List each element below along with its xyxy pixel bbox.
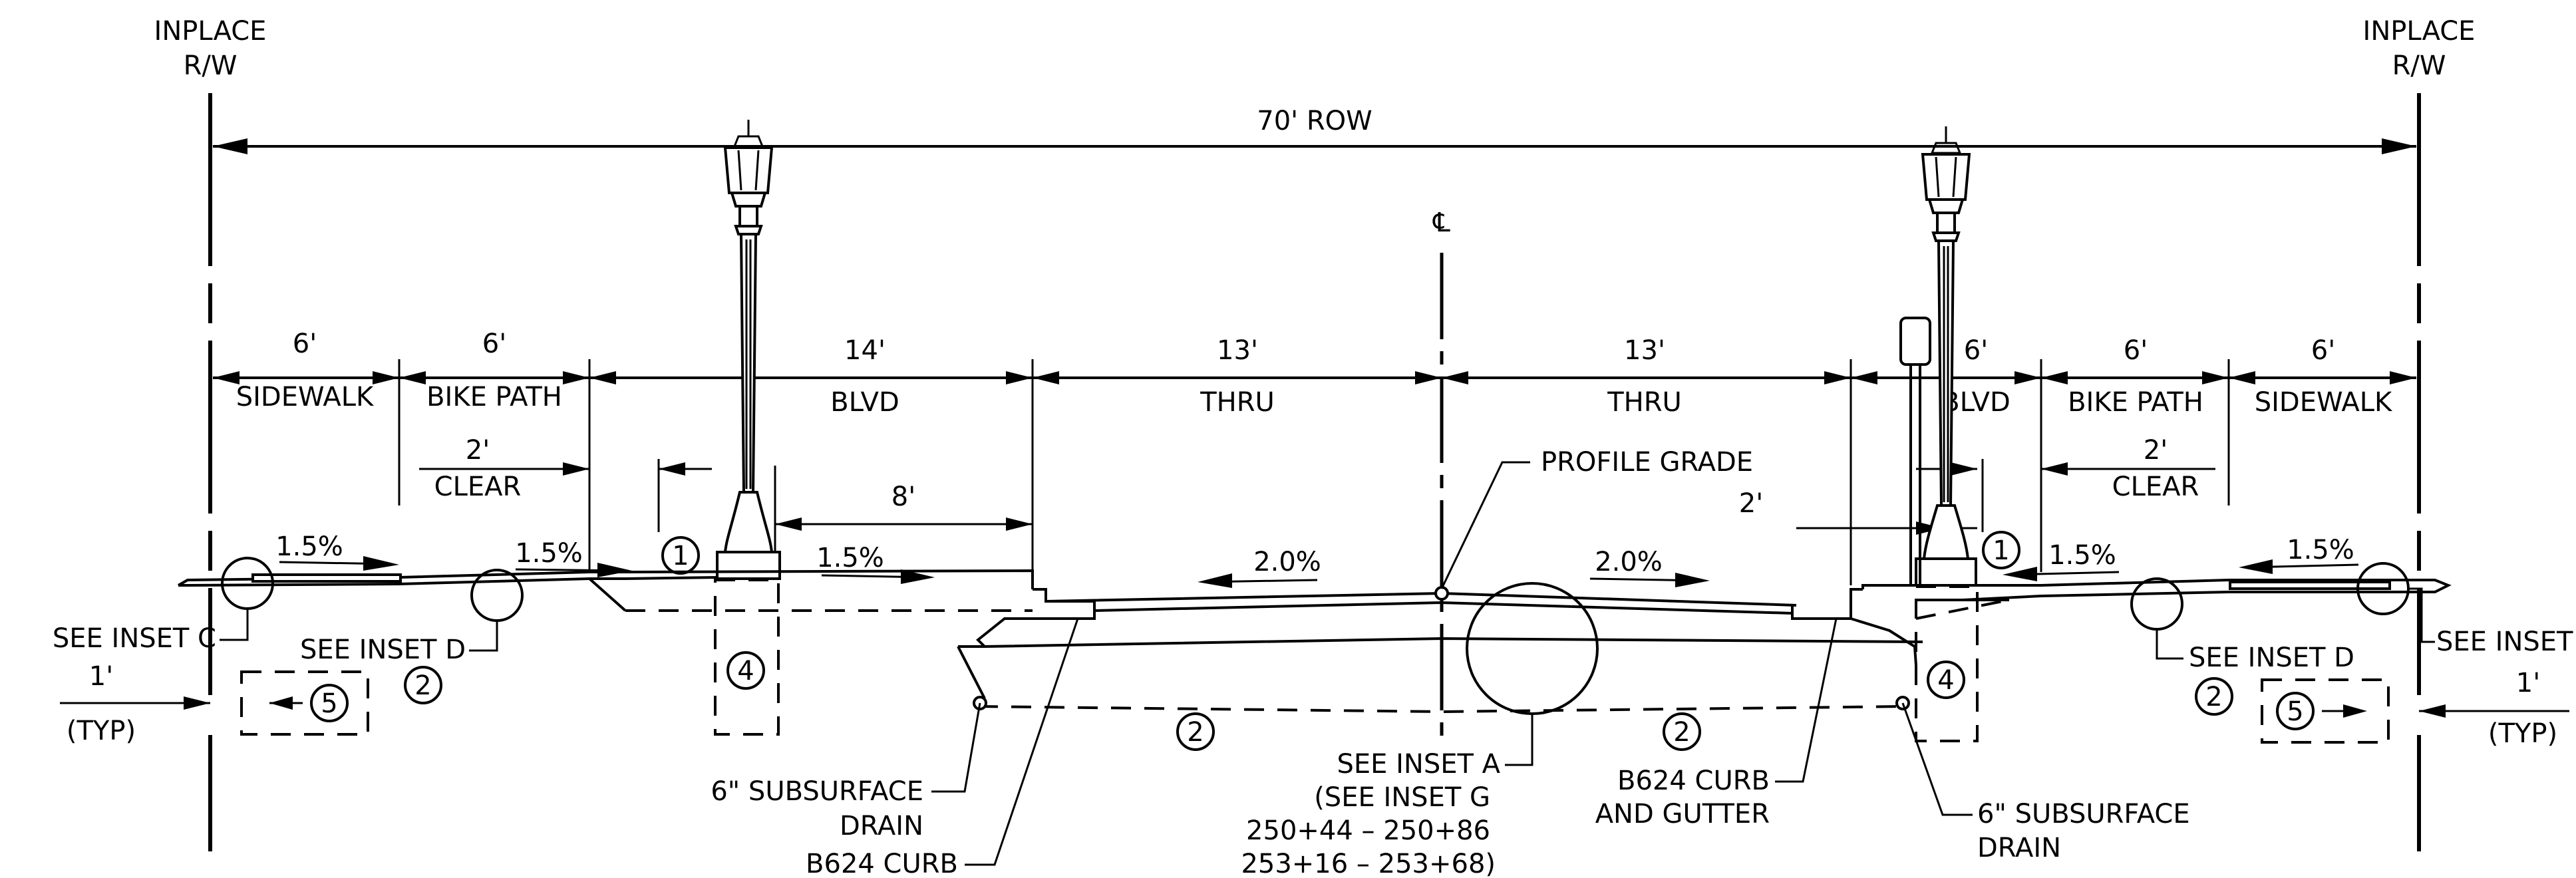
row-dimension [213, 138, 2416, 154]
row-lines [208, 93, 2421, 851]
dim-8ft [774, 466, 1033, 559]
see-inset-c: SEE INSET C [53, 623, 216, 654]
label-bike-left: BIKE PATH [426, 382, 562, 412]
subdrain-right-label-2: DRAIN [1977, 833, 2061, 863]
footing-left: 4 [714, 579, 780, 736]
callout-2-mid-right: 2 [1663, 712, 1701, 751]
see-inset-a-line3: 250+44 – 250+86 [1246, 815, 1490, 846]
centerline-symbol: ℄ [1432, 208, 1450, 238]
clear-left-label: CLEAR [434, 472, 522, 502]
see-inset-a-line4: 253+16 – 253+68) [1241, 849, 1496, 878]
inset-d-circle-right [2130, 577, 2183, 631]
label-blvd-left: BLVD [830, 387, 899, 418]
dim-sidewalk-left: 6' [293, 329, 317, 359]
callout-2-left: 2 [404, 666, 442, 704]
typ-right-dim: 1' [2516, 668, 2540, 698]
svg-text:1: 1 [672, 541, 689, 571]
road-section [178, 569, 2452, 714]
svg-text:4: 4 [737, 656, 754, 686]
inset-c-circle [221, 557, 274, 610]
leaders [220, 461, 2435, 866]
footing-right: 4 [1915, 585, 1979, 742]
svg-text:2: 2 [414, 670, 431, 701]
inset-a-circle [1466, 582, 1599, 715]
label-sidewalk-right: SIDEWALK [2255, 387, 2393, 418]
slope-bike-left: 1.5% [515, 538, 583, 569]
profile-grade-label: PROFILE GRADE [1541, 447, 1753, 478]
dim-bike-right: 6' [2124, 335, 2148, 366]
dim-thru-left: 13' [1217, 335, 1258, 366]
width-dimensions [213, 359, 2416, 585]
svg-text:1: 1 [1993, 535, 2009, 566]
clear-dimension-left [419, 459, 712, 532]
slope-blvd-left: 1.5% [816, 543, 884, 573]
street-light-right [1915, 126, 1977, 587]
typ-left-label: (TYP) [67, 716, 136, 746]
slope-sidewalk-left: 1.5% [275, 531, 343, 562]
street-light-left [716, 120, 781, 580]
callout-1-right: 1 [1982, 531, 2020, 569]
slope-thru-right: 2.0% [1595, 547, 1663, 577]
svg-text:2: 2 [1673, 717, 1690, 748]
dim-blvd-right: 6' [1964, 335, 1988, 366]
svg-text:2: 2 [1187, 717, 1204, 748]
dim-8ft-label: 8' [891, 482, 915, 512]
dim-blvd-left: 14' [844, 335, 886, 366]
walk-pad-left [251, 573, 402, 583]
see-inset-d-right: SEE INSET D [2189, 643, 2354, 673]
see-inset-right: SEE INSET [2436, 627, 2573, 657]
b624-curb-label: B624 CURB [806, 849, 958, 878]
see-inset-a-line2: (SEE INSET G [1314, 782, 1490, 813]
row-left-label: INPLACE [154, 16, 267, 47]
dim-bike-left: 6' [482, 329, 506, 359]
slope-sidewalk-right: 1.5% [2287, 535, 2354, 565]
slope-bike-right: 1.5% [2048, 540, 2116, 571]
dim-thru-right: 13' [1624, 335, 1665, 366]
label-sidewalk-left: SIDEWALK [236, 382, 375, 412]
subdrain-left-label-2: DRAIN [840, 811, 923, 841]
svg-text:4: 4 [1937, 665, 1954, 696]
slope-thru-left: 2.0% [1253, 547, 1321, 577]
svg-text:2: 2 [2205, 682, 2222, 712]
label-bike-right: BIKE PATH [2068, 387, 2203, 418]
subdrain-left-label-1: 6" SUBSURFACE [711, 776, 923, 807]
row-left-label-rw: R/W [184, 51, 238, 81]
see-inset-a-line1: SEE INSET A [1337, 749, 1500, 780]
row-right-label-rw: R/W [2392, 51, 2446, 81]
subdrain-right-label-1: 6" SUBSURFACE [1977, 799, 2190, 829]
b624-curb-gutter-line1: B624 CURB [1617, 766, 1770, 796]
dim-sidewalk-right: 6' [2311, 335, 2335, 366]
label-thru-left: THRU [1200, 387, 1275, 418]
dim-2ft-right-label: 2' [1739, 488, 1763, 519]
row-right-label: INPLACE [2363, 16, 2476, 47]
clear-right-dim: 2' [2144, 435, 2168, 466]
slope-arrows [279, 556, 2359, 588]
callout-5-left: 5 [60, 670, 369, 736]
callout-2-mid-left: 2 [1176, 712, 1215, 751]
callout-2-right: 2 [2195, 677, 2233, 716]
svg-text:5: 5 [321, 688, 337, 719]
sign-post-right [1899, 317, 1931, 585]
clear-right-label: CLEAR [2112, 472, 2199, 502]
callout-5-right: 5 [2261, 678, 2569, 744]
typ-left-dim: 1' [89, 661, 113, 692]
row-total-label: 70' ROW [1257, 106, 1372, 136]
callout-1-left: 1 [661, 536, 700, 575]
label-thru-right: THRU [1607, 387, 1682, 418]
clear-left-dim: 2' [466, 435, 490, 466]
walk-pad-right [2229, 581, 2391, 590]
clear-dimension-right [1916, 459, 2215, 532]
b624-curb-gutter-line2: AND GUTTER [1595, 799, 1770, 829]
inset-d-circle-left [470, 569, 524, 622]
svg-text:5: 5 [2287, 696, 2303, 727]
see-inset-d-left: SEE INSET D [300, 635, 466, 665]
typ-right-label: (TYP) [2488, 718, 2557, 749]
